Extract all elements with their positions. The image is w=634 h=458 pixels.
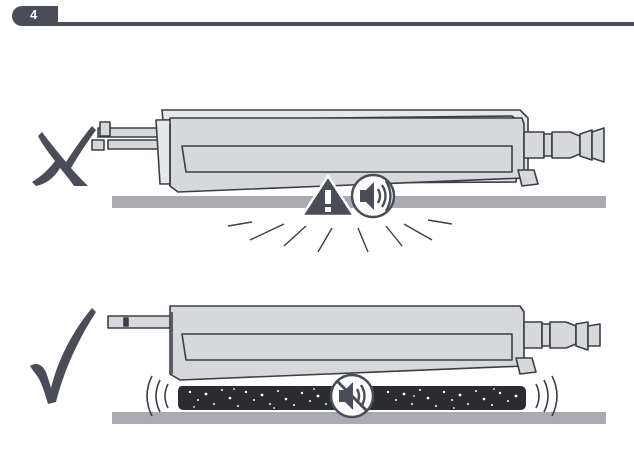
speaker-sound-icon: [350, 173, 396, 219]
step-badge: [12, 6, 58, 26]
floor-surface: [112, 412, 606, 424]
vibration-rays: [227, 219, 453, 253]
step-header: 4: [0, 0, 634, 30]
check-mark-icon: [30, 308, 96, 404]
speaker-muted-icon: [329, 373, 375, 419]
correct-installation-panel: [30, 305, 606, 424]
condensate-pump: [91, 109, 605, 193]
step-number: 4: [30, 7, 38, 22]
warning-triangle-icon: [300, 174, 356, 218]
wrong-installation-panel: [32, 109, 606, 253]
damped-vibration-arcs-right: [535, 375, 558, 417]
damped-vibration-arcs-left: [146, 375, 169, 417]
header-rule: [56, 22, 634, 26]
condensate-pump: [107, 305, 601, 381]
cross-mark-icon: [32, 126, 96, 186]
